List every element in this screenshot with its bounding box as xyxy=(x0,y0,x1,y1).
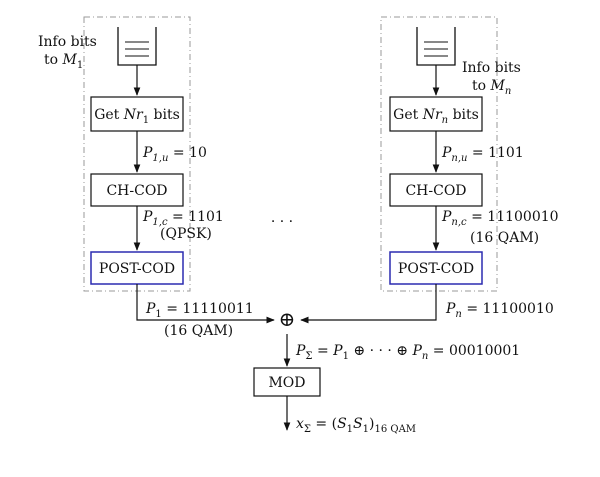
left-modulation-label: (QPSK) xyxy=(160,226,212,242)
left-get-bits-label: Get Nr1 bits xyxy=(94,107,180,126)
left-info-label-line2: to M1 xyxy=(44,52,83,71)
right-output-line xyxy=(300,284,437,324)
left-pout-modulation: (16 QAM) xyxy=(164,323,233,339)
left-pu-label: P1,u = 10 xyxy=(142,145,207,164)
right-pc-label: Pn,c = 11100010 xyxy=(441,209,559,228)
right-info-label-line1: Info bits xyxy=(462,60,521,76)
left-output-line xyxy=(136,284,275,324)
right-chcod-label: CH-COD xyxy=(405,183,466,199)
left-chcod-box xyxy=(90,173,184,207)
right-pu-label: Pn,u = 1101 xyxy=(441,145,524,164)
left-postcod-label: POST-COD xyxy=(99,261,175,277)
left-info-label-line1: Info bits xyxy=(38,34,97,50)
left-chain: Info bits to M1 Get Nr1 bits P1,u = 10 C… xyxy=(38,27,275,339)
right-modulation-label: (16 QAM) xyxy=(470,230,539,246)
mod-label: MOD xyxy=(268,375,305,391)
right-postcod-box xyxy=(389,251,483,285)
right-get-bits-box xyxy=(389,96,483,132)
left-get-bits-box xyxy=(90,96,184,132)
xor-symbol: ⊕ xyxy=(279,307,296,331)
chain-ellipsis: · · · xyxy=(271,214,293,230)
right-info-label-line2: to Mn xyxy=(472,78,511,97)
right-buffer-icon xyxy=(416,27,456,66)
left-pc-label: P1,c = 1101 xyxy=(142,209,224,228)
sum-equation: PΣ = P1 ⊕ · · · ⊕ Pn = 00010001 xyxy=(295,343,520,362)
right-get-bits-label: Get Nrn bits xyxy=(393,107,479,126)
right-pout-label: Pn = 11100010 xyxy=(445,301,554,320)
right-chcod-box xyxy=(389,173,483,207)
left-pout-label: P1 = 11110011 xyxy=(145,301,254,320)
right-postcod-label: POST-COD xyxy=(398,261,474,277)
right-group-frame xyxy=(380,16,498,292)
right-chain: Info bits to Mn Get Nrn bits Pn,u = 1101… xyxy=(300,27,559,324)
left-buffer-icon xyxy=(117,27,157,66)
output-equation: xΣ = (S1S1)16 QAM xyxy=(296,416,416,435)
left-chcod-label: CH-COD xyxy=(106,183,167,199)
